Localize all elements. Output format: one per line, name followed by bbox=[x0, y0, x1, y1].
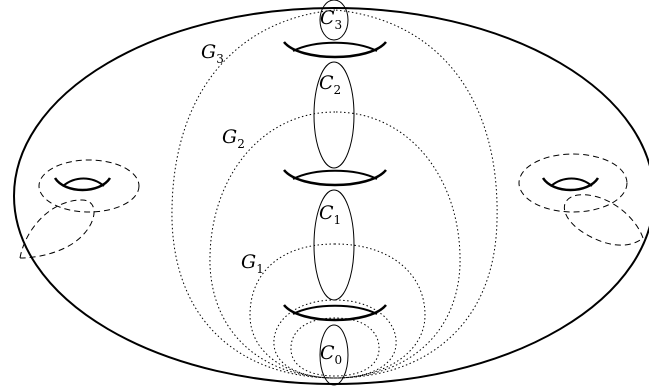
label-c0: C0 bbox=[320, 342, 342, 367]
dashed-curve-right-2 bbox=[563, 194, 644, 246]
dashed-curve-left-2 bbox=[19, 199, 95, 259]
curve-c1 bbox=[313, 189, 355, 301]
curve-inner-1 bbox=[273, 299, 397, 379]
label-c3: C3 bbox=[320, 7, 342, 32]
curve-c0 bbox=[319, 324, 349, 386]
label-c2: C2 bbox=[319, 72, 341, 97]
curve-c2 bbox=[313, 61, 355, 169]
label-c1: C1 bbox=[319, 202, 341, 227]
curve-g2 bbox=[209, 111, 461, 379]
hole-middle-1 bbox=[283, 169, 387, 187]
curve-inner-2 bbox=[290, 317, 380, 377]
label-g1: G1 bbox=[241, 251, 264, 276]
curve-c3 bbox=[319, 0, 349, 41]
hole-middle-2 bbox=[283, 304, 387, 322]
hole-right bbox=[541, 177, 600, 192]
label-g3: G3 bbox=[201, 41, 224, 66]
label-g2: G2 bbox=[222, 126, 245, 151]
dashed-curve-left-1 bbox=[38, 159, 140, 213]
hole-left bbox=[53, 177, 112, 192]
hole-top bbox=[283, 41, 387, 59]
surface-outline bbox=[13, 7, 649, 385]
dashed-curve-right-1 bbox=[518, 153, 628, 213]
